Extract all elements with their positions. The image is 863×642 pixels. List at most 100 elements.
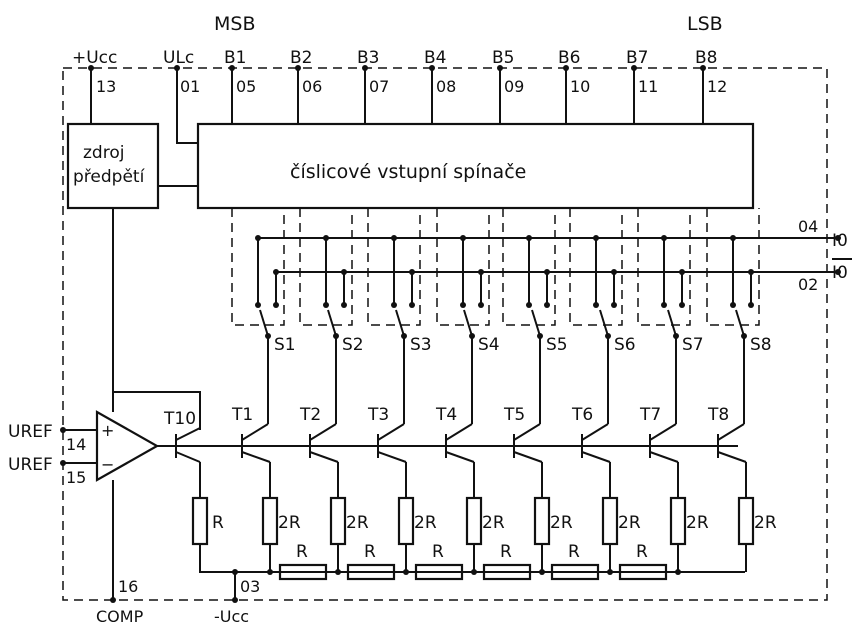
transistor-6-emitter	[581, 451, 611, 463]
switches-block-label: číslicové vstupní spínače	[290, 161, 526, 183]
ulc-pin: 01	[180, 77, 200, 96]
ladder-resistor-label-6: R	[636, 542, 648, 562]
uref-minus-label: UREF	[8, 455, 53, 475]
ulc-label: ULc	[163, 48, 194, 68]
switch-5-contact-a	[526, 302, 532, 308]
switch-control-outline-8	[706, 208, 760, 326]
switch-label-8: S8	[750, 335, 772, 355]
transistor-3-collector	[377, 423, 405, 441]
switch-7-blade	[667, 309, 677, 337]
uref-plus-pin: 14	[66, 435, 86, 454]
bit-pin-2: 06	[302, 77, 322, 96]
transistor-label-2: T2	[299, 405, 321, 425]
bit-label-1: B1	[224, 48, 246, 68]
emitter-resistor-label-6: 2R	[618, 513, 641, 533]
switch-7-contact-b	[679, 302, 685, 308]
switch-1-io-node	[255, 235, 261, 241]
bit-pin-7: 11	[638, 77, 658, 96]
switch-3-contact-b	[409, 302, 415, 308]
bit-pin-4: 08	[436, 77, 456, 96]
switch-control-outline-3	[367, 208, 421, 326]
switch-label-2: S2	[342, 335, 364, 355]
emitter-resistor-label-7: 2R	[686, 513, 709, 533]
t10-emitter	[175, 451, 201, 463]
bit-label-6: B6	[558, 48, 580, 68]
transistor-1-emitter	[241, 451, 271, 463]
emitter-resistor-label-5: 2R	[550, 513, 573, 533]
t10-resistor	[191, 496, 209, 546]
transistor-label-6: T6	[571, 405, 593, 425]
bit-label-4: B4	[424, 48, 446, 68]
switch-7-contact-a	[661, 302, 667, 308]
msb-label: MSB	[214, 13, 256, 35]
switch-1-contact-b	[273, 302, 279, 308]
uref-minus-terminal	[60, 460, 66, 466]
emitter-resistor-8	[737, 496, 755, 546]
vcc-label: +Ucc	[72, 48, 117, 68]
comp-pin: 16	[118, 577, 138, 596]
switch-control-outline-6	[569, 208, 623, 326]
transistor-label-3: T3	[367, 405, 389, 425]
bit-label-8: B8	[695, 48, 717, 68]
emitter-resistor-5	[533, 496, 551, 546]
switch-control-outline-4	[436, 208, 490, 326]
ladder-bottom-rail	[199, 544, 745, 573]
transistor-label-4: T4	[435, 405, 457, 425]
switch-8-contact-b	[748, 302, 754, 308]
output-rails: 04 I0 02 I0	[257, 217, 852, 305]
switch-8-blade	[735, 309, 745, 337]
switch-label-3: S3	[410, 335, 432, 355]
emitter-resistor-2	[329, 496, 347, 546]
switch-label-4: S4	[478, 335, 500, 355]
bit-pin-8: 12	[707, 77, 727, 96]
emitter-resistor-label-1: 2R	[278, 513, 301, 533]
io-terminal	[835, 235, 841, 241]
switch-4-contact-a	[460, 302, 466, 308]
ladder-resistor-label-4: R	[500, 542, 512, 562]
bias-label-2: předpětí	[73, 167, 146, 187]
switch-label-1: S1	[274, 335, 296, 355]
transistor-1-collector	[241, 423, 269, 441]
opamp-plus-sign: +	[101, 421, 114, 440]
io-pin: 04	[798, 217, 818, 236]
transistor-8-collector	[717, 423, 745, 441]
switch-3-contact-a	[391, 302, 397, 308]
vee-terminal	[232, 597, 238, 603]
transistor-label-7: T7	[639, 405, 661, 425]
transistor-5-emitter	[513, 451, 543, 463]
transistor-3-emitter	[377, 451, 407, 463]
switch-control-outline-5	[502, 208, 556, 326]
transistor-2-emitter	[309, 451, 339, 463]
ladder-resistor-label-1: R	[296, 542, 308, 562]
transistor-2-collector	[309, 423, 337, 441]
emitter-resistor-3	[397, 496, 415, 546]
emitter-resistor-1	[261, 496, 279, 546]
switch-5-contact-b	[544, 302, 550, 308]
transistor-7-collector	[649, 423, 677, 441]
emitter-resistor-label-3: 2R	[414, 513, 437, 533]
lsb-label: LSB	[687, 13, 723, 35]
bit-pin-3: 07	[369, 77, 389, 96]
vee-pin: 03	[240, 577, 260, 596]
switch-1-contact-a	[255, 302, 261, 308]
io-bar-label: I0	[832, 263, 848, 283]
emitter-resistor-label-2: 2R	[346, 513, 369, 533]
bit-pin-6: 10	[570, 77, 590, 96]
reference-opamp: + − UREF 14 UREF 15 16 COMP	[8, 391, 201, 626]
switch-control-outline-1	[231, 208, 285, 326]
ladder-resistor-label-2: R	[364, 542, 376, 562]
uref-minus-pin: 15	[66, 468, 86, 487]
switch-8-contact-a	[730, 302, 736, 308]
switch-5-blade	[531, 309, 541, 337]
ladder-resistor-label-3: R	[432, 542, 444, 562]
vee-label: -Ucc	[214, 607, 249, 626]
bit-pin-1: 05	[236, 77, 256, 96]
ulc-wire	[176, 68, 198, 144]
transistor-label-1: T1	[231, 405, 253, 425]
bit-label-2: B2	[290, 48, 312, 68]
switch-1-iobar-node	[273, 269, 279, 275]
emitter-resistor-4	[465, 496, 483, 546]
bit-pin-5: 09	[504, 77, 524, 96]
